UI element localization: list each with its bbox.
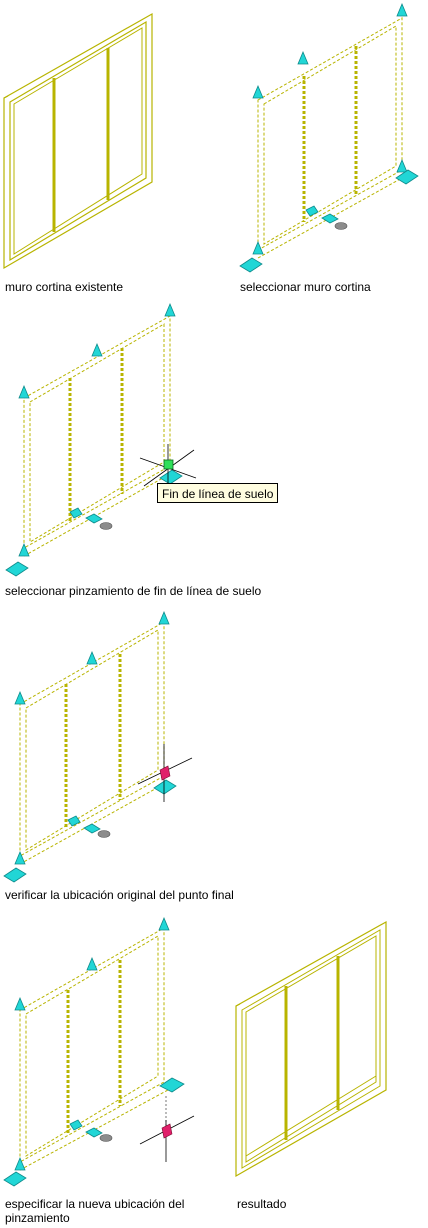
caption-result: resultado [237, 1197, 287, 1211]
grip-arrow-icon [305, 205, 319, 217]
grips-panel-2 [239, 2, 419, 273]
grip-arrow-icon [14, 1156, 26, 1171]
grip-arrow-icon [3, 1171, 27, 1187]
grip-arrow-icon [5, 561, 29, 577]
grip-square-icon [85, 1127, 103, 1138]
grip-arrow-icon [67, 815, 81, 827]
grip-arrow-icon [159, 1077, 185, 1093]
grip-arrow-icon [91, 342, 103, 357]
result-curtain-wall [235, 920, 387, 1178]
grips-panel-3 [5, 302, 183, 577]
existing-curtain-wall [3, 12, 153, 270]
grip-arrow-icon [164, 302, 176, 317]
endpoint-tooltip: Fin de línea de suelo [157, 483, 279, 503]
grip-arrow-icon [86, 956, 98, 971]
grip-arrow-icon [18, 384, 30, 399]
ellipse-grip-icon [99, 522, 113, 530]
caption-verify: verificar la ubicación original del punt… [5, 888, 234, 902]
grip-arrow-icon [86, 650, 98, 665]
grip-arrow-icon [14, 850, 26, 865]
grip-square-icon [85, 513, 103, 524]
grip-arrow-icon [69, 507, 83, 519]
crosshair-cursor-icon [139, 1115, 195, 1162]
grip-arrow-icon [158, 916, 170, 931]
grips-panel-5 [3, 916, 185, 1187]
grip-arrow-icon [158, 610, 170, 625]
grip-arrow-icon [18, 542, 30, 557]
grip-arrow-icon [297, 50, 309, 65]
grips-panel-4 [3, 610, 177, 883]
grip-arrow-icon [396, 2, 408, 17]
caption-select-grip: seleccionar pinzamiento de fin de línea … [5, 584, 262, 598]
wall-verify [19, 621, 165, 865]
grip-arrow-icon [14, 996, 26, 1011]
caption-existing: muro cortina existente [5, 280, 124, 294]
grip-square-icon [321, 213, 339, 224]
grip-arrow-icon [239, 257, 263, 273]
grip-arrow-icon [153, 779, 177, 795]
grip-square-icon [83, 823, 101, 834]
caption-select-wall: seleccionar muro cortina [240, 280, 371, 294]
ellipse-grip-icon [99, 1134, 113, 1142]
grip-arrow-icon [395, 169, 419, 185]
ellipse-grip-icon [97, 830, 111, 838]
grip-arrow-icon [3, 867, 27, 883]
caption-specify: especificar la nueva ubicación del pinza… [5, 1197, 185, 1225]
ellipse-grip-icon [334, 222, 348, 230]
grip-arrow-icon [252, 240, 264, 255]
grip-arrow-icon [252, 84, 264, 99]
grip-arrow-icon [69, 1119, 83, 1131]
grip-arrow-icon [396, 158, 408, 173]
crosshair-cursor-icon [137, 744, 193, 802]
grip-arrow-icon [14, 690, 26, 705]
